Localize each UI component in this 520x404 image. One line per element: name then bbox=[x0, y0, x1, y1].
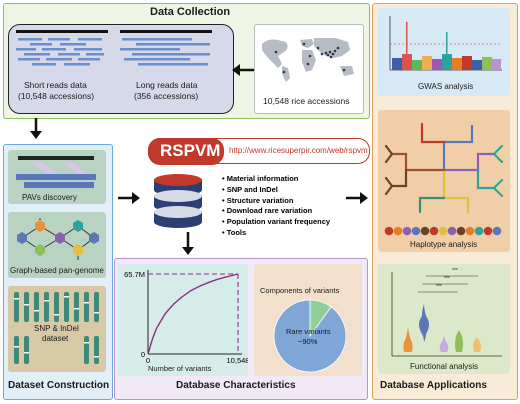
long-reads-count: (356 accessions) bbox=[134, 91, 199, 101]
haplotype-dots bbox=[384, 226, 502, 236]
x-tick-label: 10,548 bbox=[227, 356, 248, 365]
pie-chart-title: Components of variants bbox=[260, 286, 340, 295]
arrow-icon bbox=[118, 192, 140, 204]
long-read-reference bbox=[120, 30, 212, 33]
dataset-construction-title: Dataset Construction bbox=[8, 380, 110, 391]
cumulative-chart-card bbox=[118, 264, 248, 376]
long-read bbox=[124, 58, 190, 61]
short-read bbox=[78, 58, 100, 61]
long-read bbox=[136, 43, 210, 46]
snp-label-line1: SNP & InDel bbox=[34, 324, 79, 333]
short-reads-count: (10,548 accessions) bbox=[18, 91, 95, 101]
gwas-label: GWAS analysis bbox=[418, 82, 474, 91]
variants-curve bbox=[147, 273, 239, 355]
arrow-icon bbox=[232, 64, 254, 76]
graph-node bbox=[89, 232, 99, 244]
short-read bbox=[46, 58, 72, 61]
arrow-icon bbox=[346, 192, 368, 204]
short-read bbox=[18, 38, 42, 41]
rspvm-badge bbox=[148, 138, 224, 165]
reads-box bbox=[8, 24, 234, 114]
functional-label: Functional analysis bbox=[410, 362, 479, 371]
world-map-icon bbox=[262, 38, 354, 82]
short-read bbox=[18, 58, 40, 61]
short-read bbox=[16, 48, 36, 51]
short-read bbox=[42, 48, 66, 51]
arrow-icon bbox=[30, 118, 42, 139]
short-read bbox=[60, 43, 86, 46]
graph-pan-genome-icon bbox=[17, 218, 99, 260]
manhattan-plot-icon bbox=[389, 16, 502, 71]
graph-node bbox=[17, 232, 27, 244]
violin-plot-icon bbox=[391, 272, 502, 357]
short-read bbox=[86, 53, 104, 56]
pie-slice bbox=[273, 299, 347, 373]
cumulative-variants-chart: 65.7M 00 10,548 bbox=[124, 270, 248, 365]
map-label: 10,548 rice accessions bbox=[263, 96, 350, 106]
graph-node bbox=[73, 244, 83, 256]
reads-illustration bbox=[16, 30, 212, 66]
feature-item: • Tools bbox=[222, 227, 247, 237]
arrow-icon bbox=[182, 232, 194, 255]
y-tick-label: 65.7M bbox=[124, 270, 145, 279]
graph-card bbox=[8, 212, 106, 278]
graph-node bbox=[35, 220, 45, 232]
short-read bbox=[30, 43, 52, 46]
y-tick-label: 0 bbox=[141, 350, 145, 359]
feature-item: • SNP and InDel bbox=[222, 184, 278, 194]
graph-node bbox=[55, 232, 65, 244]
feature-item: • Structure variation bbox=[222, 195, 294, 205]
long-read bbox=[122, 38, 192, 41]
sig-mark: *** bbox=[452, 268, 458, 274]
short-reads-label: Short reads data bbox=[24, 80, 87, 90]
x-tick-label: 0 bbox=[146, 356, 150, 365]
short-read bbox=[78, 38, 102, 41]
short-read bbox=[58, 53, 80, 56]
short-read bbox=[24, 53, 50, 56]
x-axis-label: Number of variants bbox=[148, 364, 212, 373]
feature-item: • Download rare variation bbox=[222, 206, 313, 216]
data-collection-title: Data Collection bbox=[150, 6, 231, 18]
short-read bbox=[48, 38, 70, 41]
phylogeny-icon bbox=[384, 122, 504, 214]
short-read bbox=[32, 63, 56, 66]
short-read-reference bbox=[16, 30, 108, 33]
sig-mark: *** bbox=[436, 284, 442, 290]
database-applications-title: Database Applications bbox=[380, 380, 487, 391]
feature-item: • Material information bbox=[222, 174, 299, 183]
short-read bbox=[74, 48, 102, 51]
short-read bbox=[64, 63, 90, 66]
feature-list: • Material information • SNP and InDel •… bbox=[222, 174, 330, 239]
pav-label: PAVs discovery bbox=[22, 193, 77, 202]
feature-item: • Population variant frequency bbox=[222, 217, 331, 227]
pav-diagram bbox=[16, 156, 96, 188]
rspvm-url[interactable]: http://www.ricesuperpir.com/web/rspvm bbox=[229, 146, 368, 155]
snp-chromosome-icon bbox=[14, 292, 99, 364]
rare-variants-label: Rare variants bbox=[286, 327, 331, 336]
rspvm-name: RSPVM bbox=[160, 141, 221, 160]
snp-label-line2: dataset bbox=[42, 334, 69, 343]
gwas-card bbox=[378, 8, 510, 96]
graph-label: Graph-based pan-genome bbox=[10, 266, 104, 275]
long-read bbox=[132, 53, 210, 56]
long-reads-label: Long reads data bbox=[136, 80, 198, 90]
graph-node bbox=[35, 244, 45, 256]
database-icon bbox=[154, 174, 202, 228]
variant-components-pie bbox=[273, 299, 347, 373]
haplotype-label: Haplotype analysis bbox=[410, 240, 478, 249]
long-read bbox=[120, 48, 180, 51]
long-read bbox=[138, 63, 208, 66]
graph-node bbox=[73, 220, 83, 232]
sig-mark: *** bbox=[444, 276, 450, 282]
database-characteristics-title: Database Characteristics bbox=[176, 380, 296, 391]
rare-variants-pct: ~90% bbox=[298, 337, 318, 346]
